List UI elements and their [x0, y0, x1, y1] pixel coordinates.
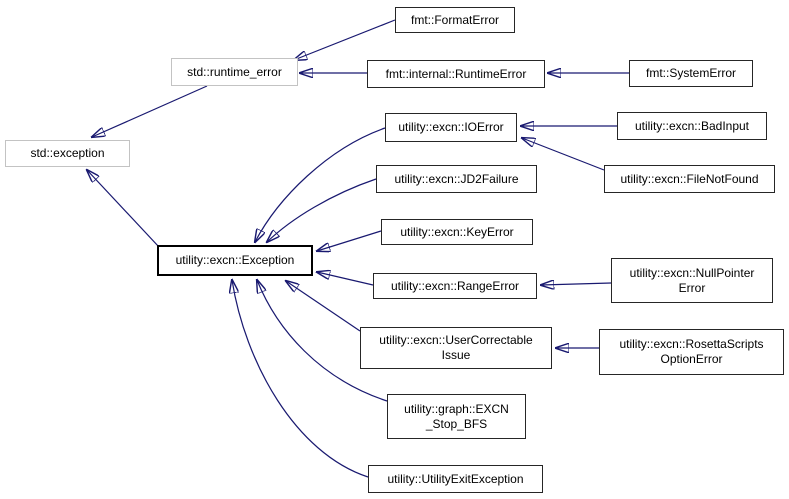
edge-std-runtime-error-to-std-exception — [92, 85, 208, 137]
edge-utility-excn-nullpointererror-to-rangeerror — [541, 283, 612, 285]
edge-utility-excn-keyerror-to-exception — [317, 230, 382, 251]
edge-utility-excn-rangeerror-to-exception — [317, 272, 374, 286]
node-utility-excn-jd2failure[interactable]: utility::excn::JD2Failure — [376, 165, 537, 193]
node-utility-excn-usercorrectableissue[interactable]: utility::excn::UserCorrectable Issue — [360, 327, 552, 369]
edge-utility-graph-excn-stop-bfs-to-exception — [257, 280, 388, 402]
node-fmt-format-error[interactable]: fmt::FormatError — [395, 7, 515, 33]
edge-fmt-formaterror-to-std-runtime-error — [294, 19, 396, 60]
node-utility-excn-badinput[interactable]: utility::excn::BadInput — [617, 112, 767, 140]
node-std-runtime-error: std::runtime_error — [171, 58, 298, 86]
node-utility-excn-keyerror[interactable]: utility::excn::KeyError — [381, 219, 533, 245]
edge-utility-excn-usercorrectableissue-to-exception — [286, 281, 361, 332]
node-utility-excn-rosettascriptsoptionerror[interactable]: utility::excn::RosettaScripts OptionErro… — [599, 329, 784, 375]
node-fmt-system-error[interactable]: fmt::SystemError — [629, 60, 753, 87]
node-utility-graph-excn-stop-bfs[interactable]: utility::graph::EXCN _Stop_BFS — [387, 394, 526, 439]
node-utility-utilityexitexception[interactable]: utility::UtilityExitException — [368, 465, 543, 493]
edge-utility-utilityexitexception-to-exception — [232, 280, 369, 478]
node-utility-excn-nullpointererror[interactable]: utility::excn::NullPointer Error — [611, 258, 773, 303]
edge-utility-excn-exception-to-std-exception — [87, 170, 160, 248]
node-utility-excn-ioerror[interactable]: utility::excn::IOError — [385, 113, 517, 142]
edge-utility-excn-jd2failure-to-exception — [267, 178, 377, 242]
node-utility-excn-filenotfound[interactable]: utility::excn::FileNotFound — [604, 165, 775, 193]
edge-utility-excn-filenotfound-to-ioerror — [522, 138, 605, 171]
node-std-exception: std::exception — [5, 140, 130, 167]
edge-utility-excn-ioerror-to-exception — [255, 127, 386, 242]
node-fmt-internal-runtime-error[interactable]: fmt::internal::RuntimeError — [367, 60, 545, 88]
node-utility-excn-exception: utility::excn::Exception — [157, 245, 313, 276]
node-utility-excn-rangeerror[interactable]: utility::excn::RangeError — [373, 273, 537, 299]
